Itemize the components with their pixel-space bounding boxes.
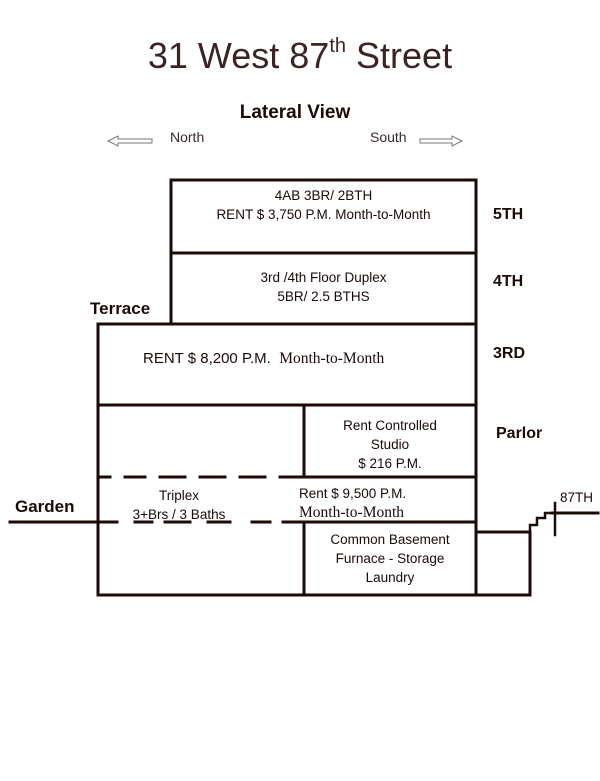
triplex-unit: Triplex 3+Brs / 3 Baths <box>104 486 254 524</box>
fifth-floor-unit: 4AB 3BR/ 2BTH RENT $ 3,750 P.M. Month-to… <box>171 186 476 224</box>
triplex-rent: Rent $ 9,500 P.M. Month-to-Month <box>299 484 406 522</box>
unit-description: Common Basement <box>330 532 450 547</box>
terrace-label: Terrace <box>90 299 151 318</box>
south-label: South <box>370 129 407 145</box>
studio-unit: Rent Controlled Studio $ 216 P.M. <box>304 416 476 473</box>
unit-rent: RENT $ 3,750 P.M. Month-to-Month <box>216 207 431 222</box>
unit-description: 3rd /4th Floor Duplex <box>260 270 387 285</box>
floor-label-4th: 4TH <box>493 273 524 290</box>
unit-description: 4AB 3BR/ 2BTH <box>274 188 373 203</box>
unit-rent: RENT $ 8,200 P.M. <box>143 350 271 367</box>
unit-rent: $ 216 P.M. <box>358 456 422 471</box>
unit-use: Laundry <box>365 570 415 585</box>
garden-label: Garden <box>15 497 75 516</box>
basement-unit: Common Basement Furnace - Storage Laundr… <box>304 530 476 587</box>
south-arrow-icon <box>419 135 464 147</box>
unit-term: Month-to-Month <box>299 504 405 521</box>
page-title: 31 West 87th Street <box>147 35 453 76</box>
north-arrow-icon <box>106 135 153 147</box>
floor-label-3rd: 3RD <box>493 345 526 362</box>
unit-description: Rent Controlled <box>343 418 437 433</box>
floor-label-5th: 5TH <box>493 206 524 223</box>
unit-rooms: 5BR/ 2.5 BTHS <box>277 289 370 304</box>
duplex-unit: 3rd /4th Floor Duplex 5BR/ 2.5 BTHS <box>171 268 476 306</box>
street-label: 87TH <box>560 490 594 505</box>
third-floor-rent: RENT $ 8,200 P.M. Month-to-Month <box>143 349 384 368</box>
unit-rooms: 3+Brs / 3 Baths <box>132 507 226 522</box>
unit-use: Furnace - Storage <box>335 551 445 566</box>
north-label: North <box>170 129 205 145</box>
unit-description: Triplex <box>158 488 199 503</box>
floor-label-parlor: Parlor <box>496 425 543 442</box>
stoop-steps <box>528 511 554 534</box>
diagram-subtitle: Lateral View <box>239 102 351 123</box>
unit-rent: Rent $ 9,500 P.M. <box>299 486 407 501</box>
unit-term: Month-to-Month <box>279 350 385 367</box>
unit-type: Studio <box>370 437 410 452</box>
